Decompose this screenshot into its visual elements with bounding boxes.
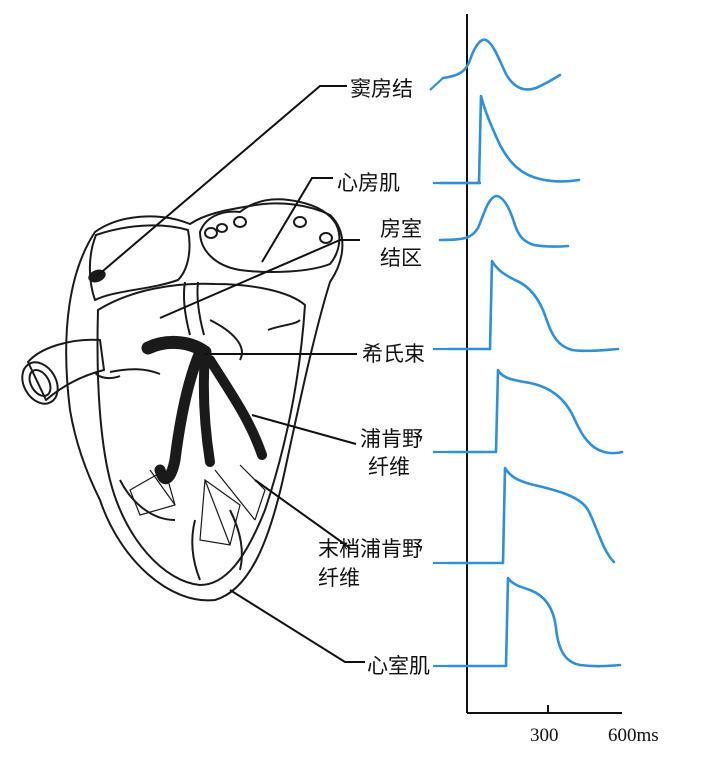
right-atrium [199,198,341,273]
label-av-zone-line2: 结区 [380,246,422,270]
conduction-pathway [141,336,267,485]
label-ventricular-muscle: 心室肌 [367,654,430,678]
waveform-purkinje [447,368,624,455]
x-tick-label-300: 300 [530,725,559,746]
label-terminal-purkinje-line2: 纤维 [318,566,360,590]
waveform-his-bundle [447,259,620,353]
label-his-bundle: 希氏束 [362,342,425,366]
time-axes: 300 600ms [466,14,659,746]
label-atrial-muscle: 心房肌 [337,171,400,195]
vena-cava-opening [21,361,59,405]
heart-outer-wall [65,202,344,602]
waveform-terminal-purkinje [447,466,616,565]
x-tick-label-600: 600ms [608,725,659,746]
structure-labels: 窦房结 心房肌 房室 结区 希氏束 浦肯野 纤维 末梢浦肯野 纤维 心室肌 [318,77,430,678]
inner-chamber-wall [96,282,306,586]
label-purkinje-line1: 浦肯野 [360,427,423,451]
purkinje-network [129,464,266,546]
atrial-ostia [204,216,333,244]
heart-illustration [21,198,344,602]
waveform-ventricular-muscle [447,576,622,668]
waveform-av-node [438,194,570,248]
waveform-sa-node [441,38,562,91]
leader-lines [96,77,481,668]
vena-cava-tube [27,338,105,401]
label-sa-node: 窦房结 [350,77,413,101]
left-atrium-region [88,224,191,301]
label-purkinje-line2: 纤维 [368,455,410,479]
label-terminal-purkinje-line1: 末梢浦肯野 [318,537,423,561]
action-potential-waveforms [438,38,624,668]
label-av-zone-line1: 房室 [380,217,422,241]
waveform-atrial-muscle [438,94,581,185]
